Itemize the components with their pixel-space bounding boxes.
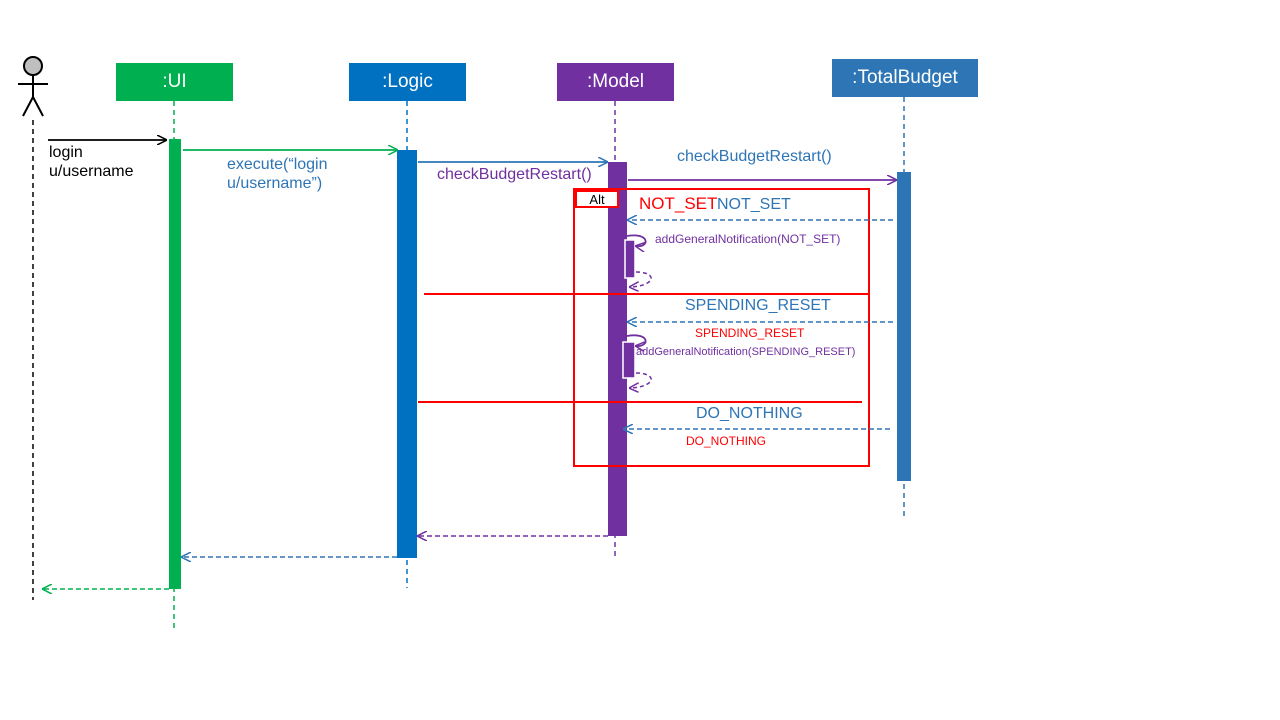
- alt-fragment-frame: [573, 188, 870, 467]
- alt-fragment-tag: Alt: [575, 190, 619, 208]
- logic-participant-box: :Logic: [349, 63, 466, 101]
- not-set-return-label: NOT_SET: [717, 196, 791, 213]
- model-activation-bar: [608, 162, 627, 536]
- check-model-message-label: checkBudgetRestart(): [437, 166, 592, 183]
- execute-label-line1: execute(“login: [227, 156, 328, 173]
- totalbudget-activation-bar: [897, 172, 911, 481]
- logic-participant-label: :Logic: [382, 71, 433, 92]
- notify-spending-reset-self-return: [630, 372, 652, 388]
- model-participant-label: :Model: [586, 71, 645, 92]
- ui-activation-bar: [169, 139, 181, 589]
- ui-participant-box: :UI: [116, 63, 233, 101]
- execute-label-line2: u/username”): [227, 175, 323, 193]
- login-message-label: login u/username: [49, 143, 134, 181]
- check-total-message-label: checkBudgetRestart(): [677, 148, 832, 165]
- totalbudget-participant-label: :TotalBudget: [852, 67, 958, 88]
- ui-participant-label: :UI: [162, 71, 187, 92]
- model-nested-activation-2: [622, 341, 636, 379]
- alt-guard-not-set: NOT_SET: [639, 194, 718, 213]
- spending-reset-return-label: SPENDING_RESET: [685, 297, 831, 314]
- notify-not-set-self-return: [630, 271, 652, 287]
- model-nested-activation-1: [624, 239, 636, 279]
- login-label-line1: login: [49, 144, 83, 161]
- totalbudget-participant-box: :TotalBudget: [832, 59, 978, 97]
- logic-activation-bar: [397, 150, 417, 558]
- do-nothing-return-label: DO_NOTHING: [696, 405, 803, 422]
- login-label-line2: u/username: [49, 163, 134, 181]
- notify-spending-reset-self-call: [626, 334, 647, 346]
- alt-guard-spending-reset: SPENDING_RESET: [695, 326, 805, 340]
- alt-guard-do-nothing: DO_NOTHING: [686, 434, 767, 448]
- actor-icon: [18, 56, 48, 117]
- notify-spending-reset-label: addGeneralNotification(SPENDING_RESET): [636, 346, 856, 358]
- notify-not-set-label: addGeneralNotification(NOT_SET): [655, 232, 841, 246]
- model-participant-box: :Model: [557, 63, 674, 101]
- notify-not-set-self-call: [626, 234, 647, 246]
- execute-message-label: execute(“login u/username”): [227, 155, 328, 193]
